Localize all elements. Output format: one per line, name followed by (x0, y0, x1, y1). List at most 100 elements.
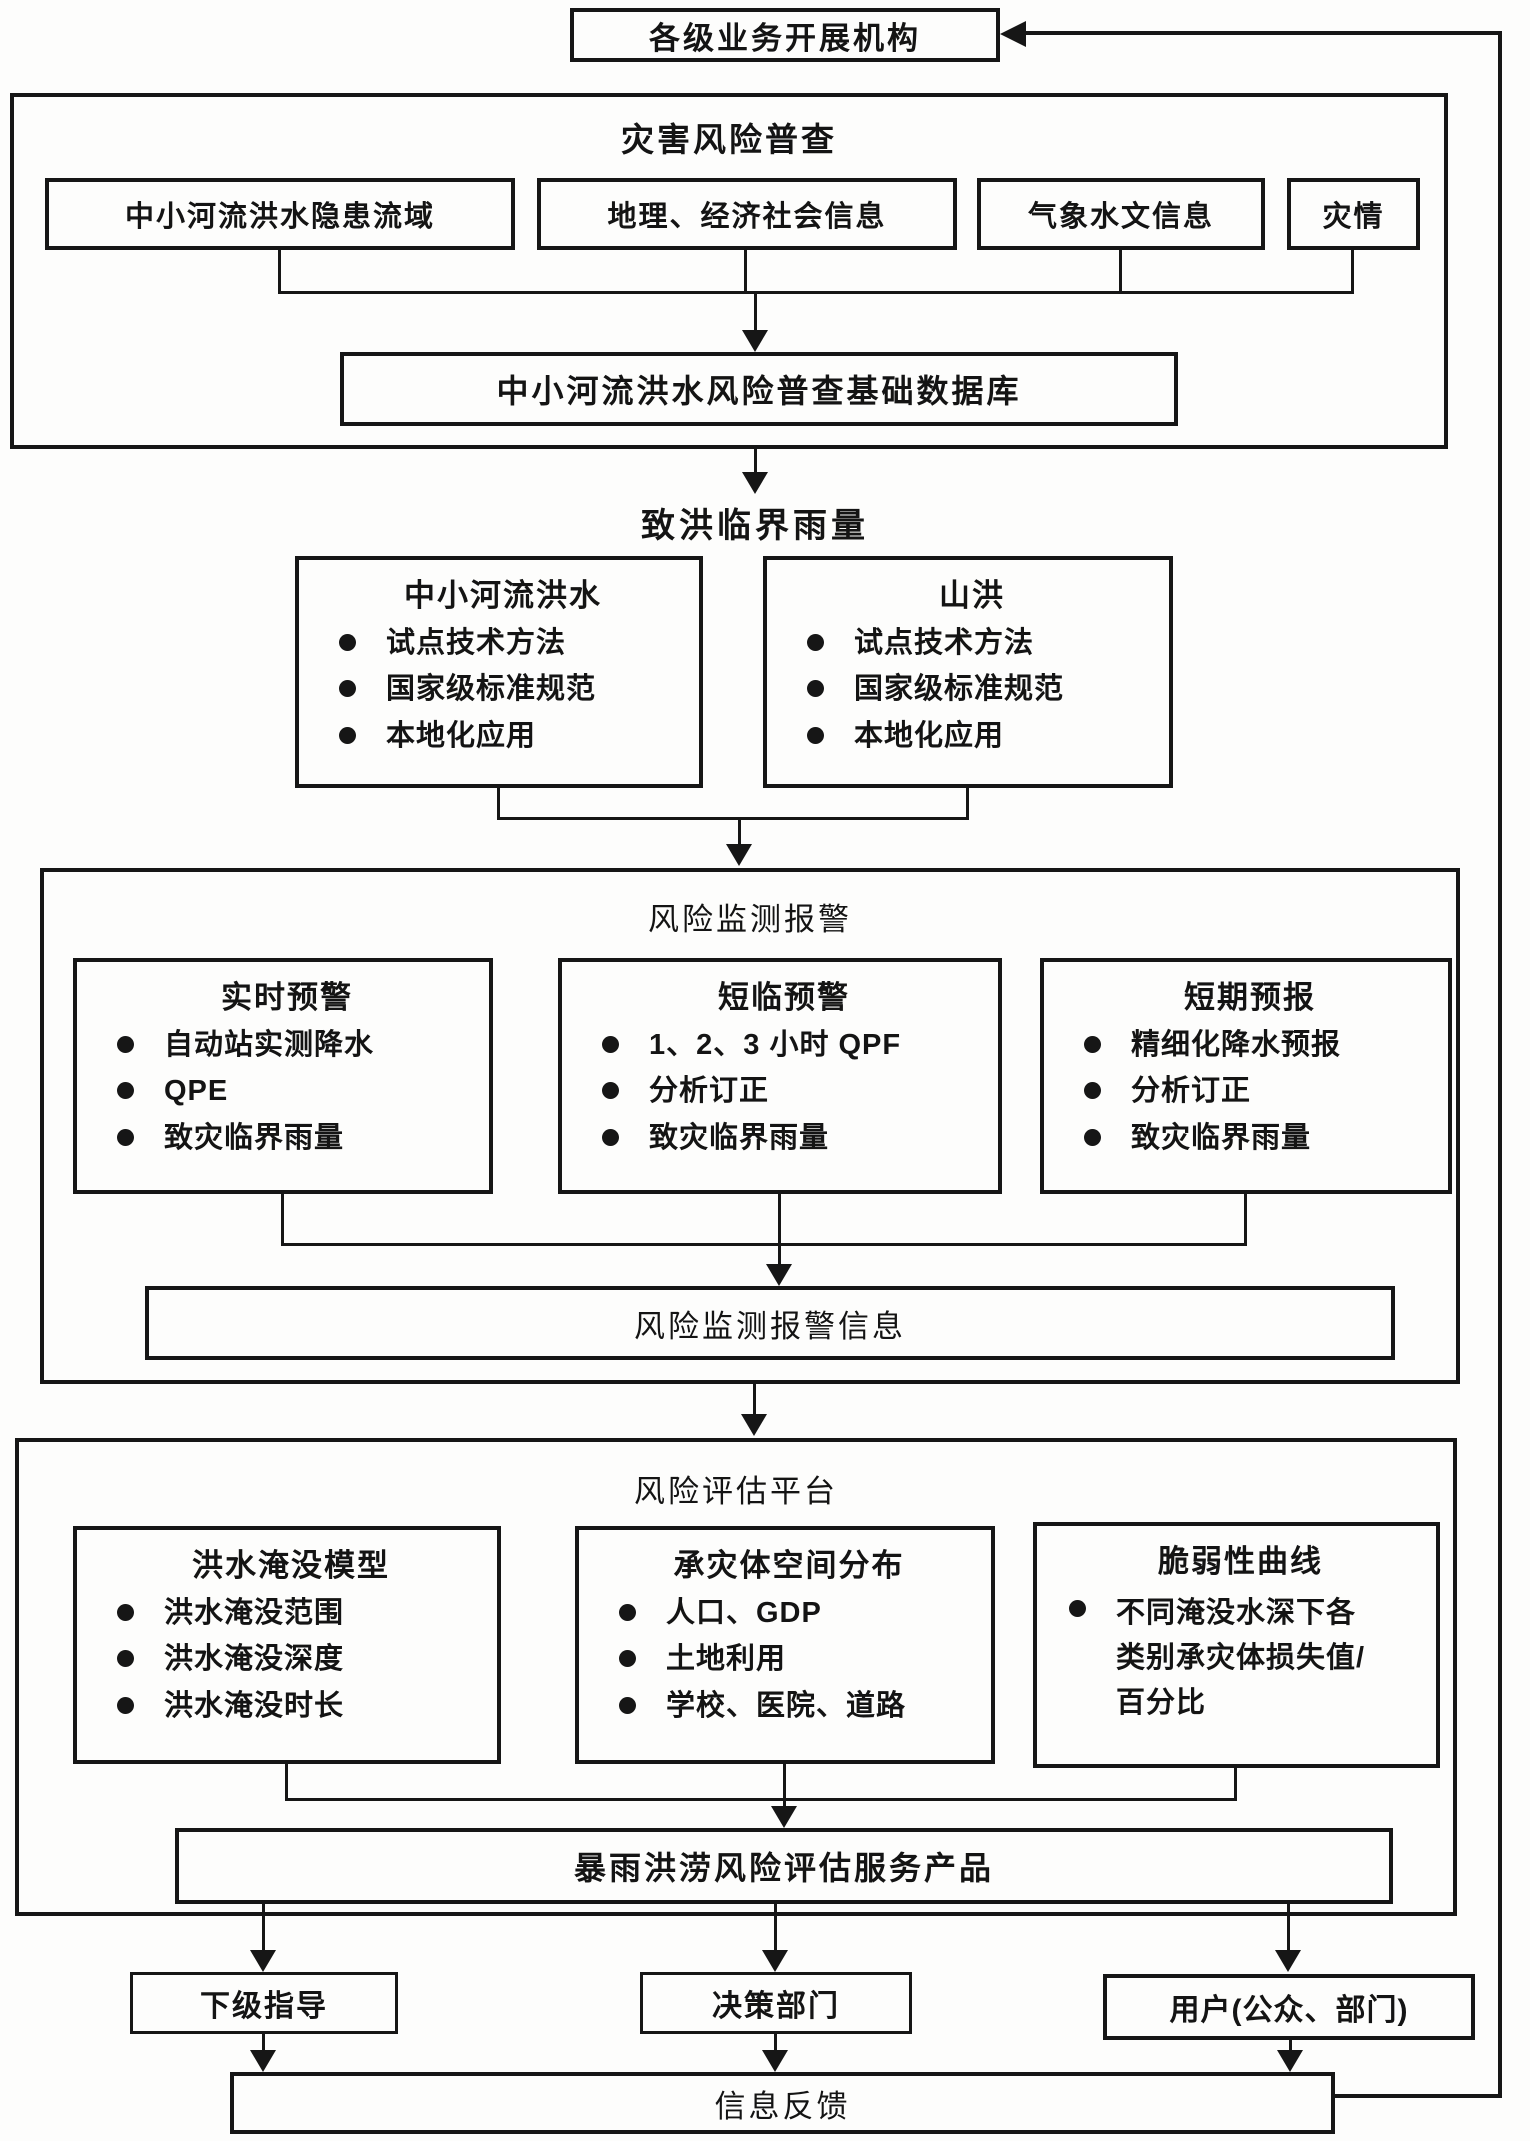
arrow-down-icon (766, 1264, 792, 1286)
survey-input-label: 灾情 (1322, 201, 1385, 233)
connector-line (783, 1764, 786, 1808)
vulnerability-title: 脆弱性曲线 (1158, 1544, 1323, 1579)
bullet-icon (117, 1128, 134, 1146)
list-item: 自动站实测降水 (117, 1027, 471, 1063)
survey-input-label: 气象水文信息 (1027, 201, 1214, 233)
monitoring-output-label: 风险监测报警信息 (634, 1308, 906, 1344)
connector-line (778, 1194, 781, 1266)
connector-line (281, 1194, 284, 1246)
connector-line (744, 250, 747, 294)
river-flood-title: 中小河流洪水 (404, 578, 602, 613)
list-item: 1、2、3 小时 QPF (602, 1027, 980, 1063)
recipient-label: 下级指导 (200, 1990, 328, 2023)
list-item: 土地利用 (619, 1641, 973, 1677)
connector-line (497, 788, 500, 820)
product-box: 暴雨洪涝风险评估服务产品 (175, 1828, 1393, 1904)
arrow-down-icon (250, 1950, 276, 1972)
bullet-icon (1084, 1036, 1101, 1053)
connector-line (738, 817, 741, 846)
connector-line (774, 1904, 777, 1952)
survey-input-box: 地理、经济社会信息 (537, 178, 957, 250)
bullet-icon (1084, 1128, 1101, 1146)
connector-line (754, 449, 757, 474)
monitoring-panel: 风险监测报警 (40, 868, 1460, 1384)
connector-line (753, 1384, 756, 1416)
bullet-label: 分析订正 (1131, 1075, 1252, 1108)
list-item: 本地化应用 (339, 718, 681, 754)
list-item: 不同淹没水深下各类别承灾体损失值/百分比 (1069, 1591, 1418, 1726)
bullet-label: 1、2、3 小时 QPF (649, 1029, 902, 1061)
bullet-label: 洪水淹没深度 (164, 1643, 345, 1676)
connector-line (774, 2034, 777, 2052)
survey-input-label: 中小河流洪水隐患流域 (124, 201, 435, 233)
survey-database-label: 中小河流洪水风险普查基础数据库 (496, 373, 1022, 409)
bullet-label: 致灾临界雨量 (1131, 1121, 1312, 1154)
connector-line (1024, 31, 1502, 35)
shortterm-title: 短期预报 (1184, 980, 1316, 1015)
bullet-label: 人口、GDP (666, 1597, 822, 1629)
critical-rain-title: 致洪临界雨量 (641, 507, 869, 545)
agency-label: 各级业务开展机构 (649, 20, 921, 56)
river-flood-card: 中小河流洪水 试点技术方法 国家级标准规范 本地化应用 (295, 556, 703, 788)
arrow-down-icon (742, 472, 768, 494)
connector-line (966, 788, 969, 820)
bullet-label: 土地利用 (666, 1643, 787, 1676)
arrow-down-icon (741, 1414, 767, 1436)
connector-line (281, 1243, 1247, 1246)
connector-line (278, 291, 1354, 294)
exposure-card: 承灾体空间分布 人口、GDP 土地利用 学校、医院、道路 (575, 1526, 995, 1764)
inundation-model-card: 洪水淹没模型 洪水淹没范围 洪水淹没深度 洪水淹没时长 (73, 1526, 501, 1764)
bullet-icon (807, 634, 824, 651)
survey-title: 灾害风险普查 (621, 121, 837, 158)
connector-line (278, 250, 281, 294)
bullet-icon (339, 634, 356, 651)
connector-line (262, 2034, 265, 2052)
connector-line (1351, 250, 1354, 294)
arrow-down-icon (742, 330, 768, 352)
shortterm-card: 短期预报 精细化降水预报 分析订正 致灾临界雨量 (1040, 958, 1452, 1194)
mountain-flood-title: 山洪 (939, 578, 1005, 613)
assessment-panel: 风险评估平台 (15, 1438, 1457, 1916)
list-item: 人口、GDP (619, 1595, 973, 1631)
bullet-icon (117, 1036, 134, 1053)
feedback-box: 信息反馈 (230, 2072, 1335, 2134)
bullet-label: 洪水淹没范围 (164, 1597, 345, 1629)
bullet-icon (619, 1604, 636, 1621)
recipient-box-decision: 决策部门 (640, 1972, 912, 2034)
list-item: QPE (117, 1073, 471, 1109)
recipient-label: 用户(公众、部门) (1169, 1994, 1409, 2027)
bullet-label: 洪水淹没时长 (164, 1689, 345, 1722)
bullet-label: 致灾临界雨量 (164, 1121, 345, 1154)
arrow-left-icon (1000, 21, 1026, 47)
bullet-label: 试点技术方法 (386, 627, 567, 659)
nowcast-card: 短临预警 1、2、3 小时 QPF 分析订正 致灾临界雨量 (558, 958, 1002, 1194)
bullet-label: 试点技术方法 (854, 627, 1035, 659)
bullet-icon (602, 1082, 619, 1100)
arrow-down-icon (771, 1806, 797, 1828)
bullet-icon (117, 1696, 134, 1714)
bullet-label: 国家级标准规范 (854, 673, 1065, 706)
monitoring-title: 风险监测报警 (648, 902, 852, 937)
connector-line (262, 1904, 265, 1952)
agency-box: 各级业务开展机构 (570, 8, 1000, 62)
survey-panel: 灾害风险普查 (10, 93, 1448, 449)
survey-input-label: 地理、经济社会信息 (607, 201, 887, 233)
connector-line (1119, 250, 1122, 294)
connector-line (1234, 1768, 1237, 1801)
connector-line (1335, 2094, 1502, 2098)
bullet-icon (117, 1604, 134, 1621)
connector-line (285, 1764, 288, 1801)
connector-line (1287, 1904, 1290, 1952)
connector-line (497, 817, 969, 820)
list-item: 洪水淹没深度 (117, 1641, 479, 1677)
arrow-down-icon (250, 2050, 276, 2072)
list-item: 试点技术方法 (339, 625, 681, 661)
realtime-card: 实时预警 自动站实测降水 QPE 致灾临界雨量 (73, 958, 493, 1194)
bullet-icon (602, 1036, 619, 1053)
mountain-flood-card: 山洪 试点技术方法 国家级标准规范 本地化应用 (763, 556, 1173, 788)
arrow-down-icon (1275, 1950, 1301, 1972)
arrow-down-icon (726, 844, 752, 866)
bullet-label: 分析订正 (649, 1075, 770, 1108)
list-item: 分析订正 (602, 1073, 980, 1109)
